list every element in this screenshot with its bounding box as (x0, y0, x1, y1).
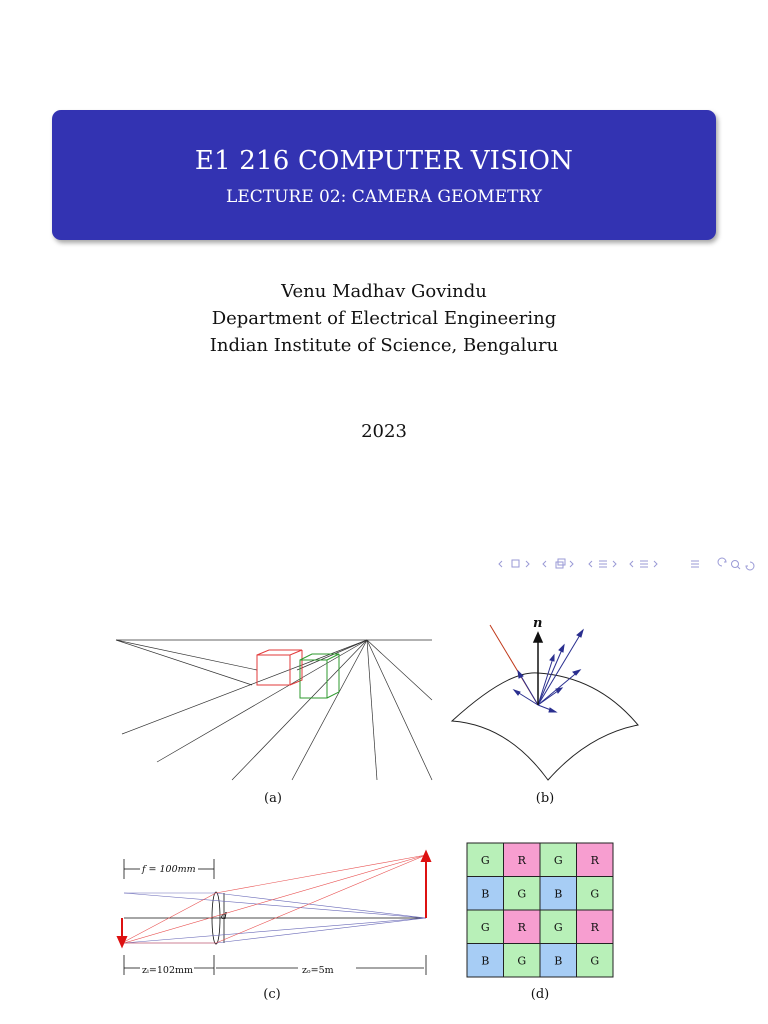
bayer-cell (539, 876, 577, 911)
nav-right-arrow-icon[interactable] (569, 560, 574, 568)
nav-search-icon[interactable] (717, 557, 755, 571)
bayer-cell-label: G (590, 887, 599, 900)
bayer-cell-label: G (517, 954, 526, 967)
bayer-cell-label: G (554, 854, 563, 867)
bayer-cell-label: R (591, 921, 600, 934)
bayer-cell-label: G (590, 954, 599, 967)
nav-subsection-icon[interactable] (555, 558, 566, 569)
institute-name: Indian Institute of Science, Bengaluru (209, 335, 559, 356)
figure-c-thin-lens: f = 100mm d zᵢ=102mm zₒ=5m (116, 849, 432, 976)
nav-section-icon[interactable] (640, 560, 648, 568)
author-name: Venu Madhav Govindu (281, 281, 487, 302)
bayer-cell-label: R (518, 921, 527, 934)
bayer-cell-label: R (518, 854, 527, 867)
bayer-cell-label: G (517, 887, 526, 900)
nav-right-arrow-icon[interactable] (525, 560, 530, 568)
figure-d-caption: (d) (530, 987, 550, 1002)
bayer-cell (576, 876, 614, 911)
normal-label: n (533, 616, 542, 631)
figure-c-caption: (c) (263, 987, 281, 1002)
figure-d-bayer-grid: G R G R B G B G G R G R B G B G (466, 842, 614, 978)
bayer-cell-label: B (554, 954, 562, 967)
nav-left-arrow-icon[interactable] (629, 560, 634, 568)
zi-label: zᵢ=102mm (142, 965, 193, 976)
bayer-cell (576, 842, 614, 877)
nav-frame-icon[interactable] (511, 559, 520, 568)
nav-section-icon[interactable] (599, 560, 607, 568)
author-block: Venu Madhav Govindu Department of Electr… (0, 278, 768, 359)
figure-panel: (a) n ^ (b) f = 100mm d zᵢ=102mm zₒ=5m (0, 600, 768, 1024)
bayer-cell-label: G (481, 854, 490, 867)
bayer-cell (576, 943, 614, 978)
nav-right-arrow-icon[interactable] (612, 560, 617, 568)
nav-left-arrow-icon[interactable] (542, 560, 547, 568)
figure-b-caption: (b) (535, 791, 555, 806)
figure-a-perspective (115, 639, 433, 781)
nav-right-arrow-icon[interactable] (653, 560, 658, 568)
beamer-nav-bar (498, 557, 760, 571)
title-slide: E1 216 COMPUTER VISION LECTURE 02: CAMER… (0, 110, 768, 571)
nav-left-arrow-icon[interactable] (588, 560, 593, 568)
bayer-cell-label: B (554, 887, 562, 900)
bayer-cell (576, 909, 614, 944)
figure-b-reflection: n ^ (450, 615, 639, 781)
svg-text:^: ^ (534, 615, 542, 622)
title-banner: E1 216 COMPUTER VISION LECTURE 02: CAMER… (52, 110, 716, 240)
department-name: Department of Electrical Engineering (211, 308, 557, 329)
bayer-cell (466, 943, 504, 978)
slide-title: E1 216 COMPUTER VISION (194, 146, 574, 176)
nav-left-arrow-icon[interactable] (498, 560, 503, 568)
zo-label: zₒ=5m (302, 965, 334, 976)
bayer-cell-label: R (591, 854, 600, 867)
bayer-cell (539, 842, 577, 877)
slide-subtitle: LECTURE 02: CAMERA GEOMETRY (226, 187, 542, 207)
bayer-cell-label: G (554, 921, 563, 934)
bayer-cell-label: G (481, 921, 490, 934)
bayer-cell (503, 842, 541, 877)
bayer-cell (503, 943, 541, 978)
focal-length-label: f = 100mm (141, 864, 196, 875)
figure-a-caption: (a) (264, 791, 282, 806)
nav-align-icon[interactable] (691, 560, 699, 568)
bayer-cell-label: B (481, 887, 489, 900)
bayer-cell-label: B (481, 954, 489, 967)
lecture-year: 2023 (361, 421, 407, 442)
